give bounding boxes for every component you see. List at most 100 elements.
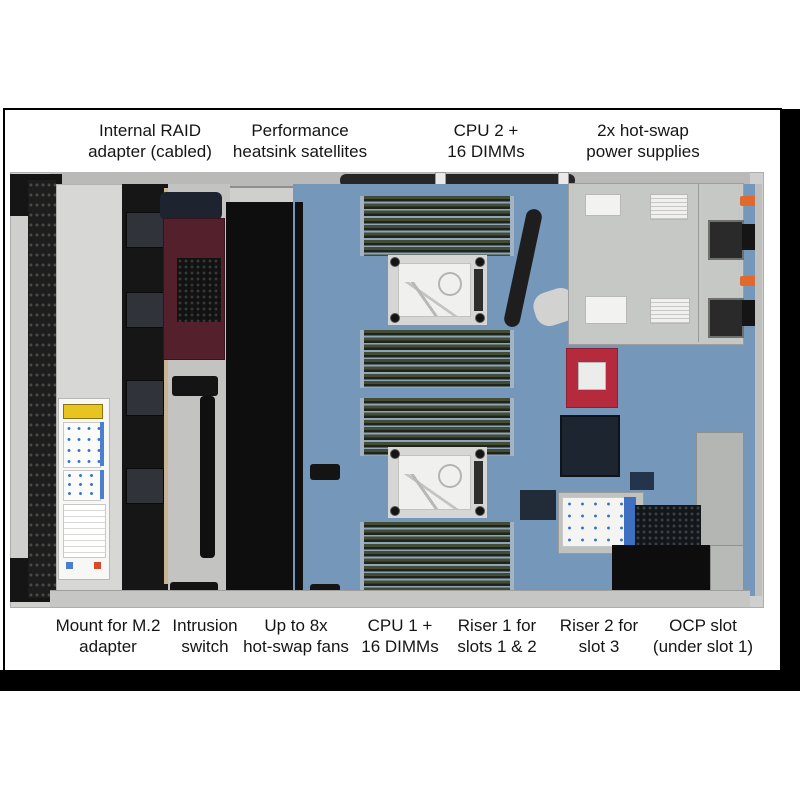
screw bbox=[475, 506, 485, 516]
frame-shadow-right bbox=[780, 109, 800, 691]
raid-cables bbox=[160, 192, 222, 220]
psu-label bbox=[650, 194, 688, 220]
service-table bbox=[63, 504, 106, 558]
label-riser2: Riser 2 for slot 3 bbox=[560, 615, 638, 657]
ocp-vent-grid bbox=[635, 505, 701, 545]
label-line: Riser 1 for bbox=[457, 616, 537, 635]
label-power-supplies: 2x hot-swap power supplies bbox=[586, 120, 699, 162]
service-diagram-1 bbox=[63, 422, 101, 468]
label-heatsink-satellites: Performance heatsink satellites bbox=[233, 120, 367, 162]
screw bbox=[390, 313, 400, 323]
screw bbox=[475, 313, 485, 323]
screw bbox=[475, 449, 485, 459]
label-line: CPU 1 + bbox=[367, 616, 433, 635]
riser2-cage bbox=[620, 350, 742, 432]
screw bbox=[475, 257, 485, 267]
dimm-bank-cpu2-lower bbox=[360, 330, 514, 388]
label-line: CPU 2 + bbox=[453, 121, 519, 140]
dimm-bank-cpu1-upper bbox=[360, 398, 514, 456]
service-blue-strip-2 bbox=[100, 470, 104, 499]
dimm-bank-cpu1-lower bbox=[360, 522, 514, 590]
board-chip bbox=[520, 490, 556, 520]
riser1-blue-strip bbox=[624, 497, 636, 545]
service-blue-square bbox=[66, 562, 73, 569]
label-line: 16 DIMMs bbox=[447, 142, 525, 161]
blue-latch bbox=[296, 376, 311, 387]
psu-latch-2 bbox=[708, 298, 744, 338]
drive-connector bbox=[126, 292, 164, 328]
raid-cyan-cable bbox=[150, 290, 172, 340]
psu-label bbox=[650, 298, 690, 324]
cyan-cable-top bbox=[320, 193, 345, 232]
psu-orange-tab-1 bbox=[740, 196, 756, 206]
label-line: Mount for M.2 bbox=[55, 616, 161, 635]
label-hot-swap-fans: Up to 8x hot-swap fans bbox=[243, 615, 349, 657]
label-line: adapter bbox=[79, 637, 137, 656]
riser1-label-card bbox=[562, 497, 626, 547]
cpu1-heatsink bbox=[388, 447, 487, 518]
cpu2-heatsink bbox=[388, 255, 487, 325]
label-cpu2-dimms: CPU 2 + 16 DIMMs bbox=[447, 120, 524, 162]
fan-wall bbox=[295, 202, 303, 596]
label-line: Internal RAID bbox=[98, 121, 202, 140]
psu-seam bbox=[698, 184, 699, 342]
service-blue-strip-1 bbox=[100, 422, 104, 466]
warning-strip bbox=[63, 404, 103, 419]
front-bezel-strip bbox=[28, 180, 56, 598]
server-top-view-photo bbox=[10, 172, 764, 608]
mezzanine-heatsink bbox=[578, 362, 606, 390]
chassis-right-wall bbox=[755, 184, 762, 596]
pch-heatsink bbox=[560, 415, 620, 477]
label-line: switch bbox=[181, 637, 229, 656]
fan-cage bbox=[226, 202, 296, 600]
cyan-ribbon-left bbox=[176, 396, 198, 586]
label-intrusion-switch: Intrusion switch bbox=[172, 615, 237, 657]
raid-heatsink bbox=[177, 258, 221, 322]
label-line: slot 3 bbox=[578, 637, 620, 656]
label-line: 2x hot-swap bbox=[597, 121, 689, 140]
label-line: heatsink satellites bbox=[232, 142, 368, 161]
dimm-bank-cpu2-upper bbox=[360, 196, 514, 256]
screw bbox=[390, 449, 400, 459]
psu-latch-1 bbox=[708, 220, 744, 260]
label-line: Performance bbox=[251, 121, 349, 140]
board-chip bbox=[630, 472, 654, 490]
drive-connector bbox=[126, 380, 164, 416]
label-line: (under slot 1) bbox=[652, 637, 754, 656]
drive-connector bbox=[126, 212, 164, 248]
mezzanine-card bbox=[566, 348, 618, 408]
label-line: 16 DIMMs bbox=[361, 637, 439, 656]
label-line: Intrusion bbox=[172, 616, 238, 635]
cyan-ribbon-right bbox=[312, 478, 338, 588]
label-line: power supplies bbox=[586, 142, 700, 161]
label-m2-mount: Mount for M.2 adapter bbox=[56, 615, 161, 657]
raid-blue-clip bbox=[165, 230, 176, 244]
psu-orange-tab-2 bbox=[740, 276, 756, 286]
m2-mount-bar bbox=[200, 396, 215, 558]
label-line: OCP slot bbox=[669, 616, 737, 635]
riser1-latch bbox=[548, 504, 558, 520]
label-cpu1-dimms: CPU 1 + 16 DIMMs bbox=[361, 615, 438, 657]
ribbon-clamp bbox=[310, 464, 340, 480]
label-ocp-slot: OCP slot (under slot 1) bbox=[653, 615, 753, 657]
label-line: hot-swap fans bbox=[243, 637, 349, 656]
label-line: Up to 8x bbox=[264, 616, 328, 635]
label-line: slots 1 & 2 bbox=[457, 637, 537, 656]
label-line: Riser 2 for bbox=[559, 616, 639, 635]
screw bbox=[390, 506, 400, 516]
label-line: adapter (cabled) bbox=[88, 142, 212, 161]
blue-latch bbox=[296, 230, 311, 241]
chassis-bottom-rail bbox=[50, 590, 750, 607]
service-diagram-2 bbox=[63, 470, 101, 501]
psu-label bbox=[585, 194, 621, 216]
cpu2-heatsink-label bbox=[398, 263, 471, 317]
frame-shadow-bottom bbox=[0, 670, 800, 691]
service-red-square bbox=[94, 562, 101, 569]
screw bbox=[390, 257, 400, 267]
drive-connector bbox=[126, 468, 164, 504]
ribbon-clamp-top bbox=[172, 376, 218, 396]
cable-bundle-top bbox=[340, 174, 575, 187]
cpu2-heatsink-tag bbox=[474, 269, 483, 311]
label-internal-raid-adapter: Internal RAID adapter (cabled) bbox=[88, 120, 212, 162]
cpu1-heatsink-label bbox=[398, 455, 471, 510]
